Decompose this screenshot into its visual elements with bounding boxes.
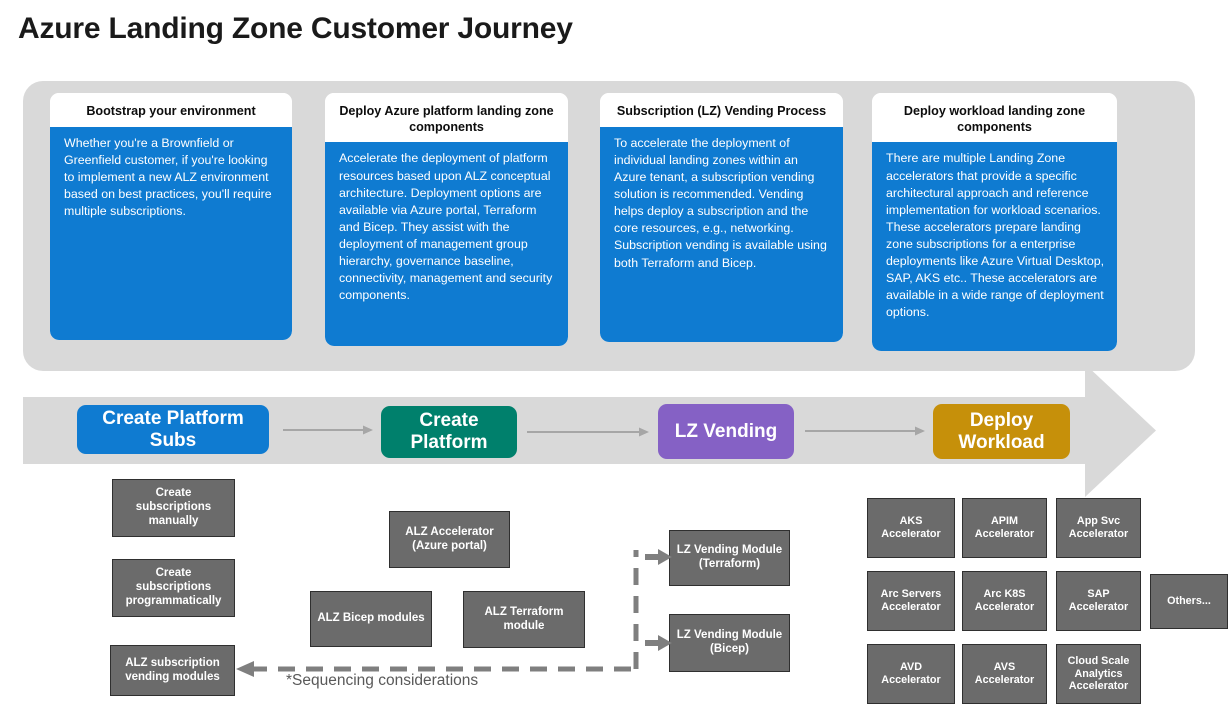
- sequencing-considerations-label: *Sequencing considerations: [286, 672, 479, 689]
- box-apim-accelerator[interactable]: APIM Accelerator: [962, 498, 1047, 558]
- step-create-platform-subs[interactable]: Create Platform Subs: [77, 405, 269, 454]
- box-alz-bicep-modules[interactable]: ALZ Bicep modules: [310, 591, 432, 647]
- info-card-deploy-platform: Deploy Azure platform landing zone compo…: [325, 93, 568, 346]
- info-card-body: Whether you're a Brownfield or Greenfiel…: [50, 126, 292, 340]
- box-lz-vending-module-bicep[interactable]: LZ Vending Module (Bicep): [669, 614, 790, 672]
- box-aks-accelerator[interactable]: AKS Accelerator: [867, 498, 955, 558]
- step-connector-arrow-icon: [283, 424, 373, 436]
- box-arc-k8s-accelerator[interactable]: Arc K8S Accelerator: [962, 571, 1047, 631]
- info-card-deploy-workload: Deploy workload landing zone components …: [872, 93, 1117, 351]
- step-create-platform[interactable]: Create Platform: [381, 406, 517, 458]
- info-card-body: Accelerate the deployment of platform re…: [325, 142, 568, 346]
- info-card-subscription-vending: Subscription (LZ) Vending Process To acc…: [600, 93, 843, 342]
- box-others[interactable]: Others...: [1150, 574, 1228, 629]
- info-card-bootstrap: Bootstrap your environment Whether you'r…: [50, 93, 292, 340]
- step-deploy-workload[interactable]: Deploy Workload: [933, 404, 1070, 459]
- step-lz-vending[interactable]: LZ Vending: [658, 404, 794, 459]
- box-lz-vending-module-terraform[interactable]: LZ Vending Module (Terraform): [669, 530, 790, 586]
- info-card-body: There are multiple Landing Zone accelera…: [872, 142, 1117, 351]
- info-card-heading: Deploy Azure platform landing zone compo…: [325, 93, 568, 143]
- info-card-body: To accelerate the deployment of individu…: [600, 126, 843, 342]
- info-card-heading: Subscription (LZ) Vending Process: [600, 93, 843, 127]
- box-alz-accelerator-azure-portal[interactable]: ALZ Accelerator (Azure portal): [389, 511, 510, 568]
- page-title: Azure Landing Zone Customer Journey: [18, 12, 573, 45]
- process-band-arrowhead-icon: [1085, 364, 1156, 497]
- box-cloud-scale-analytics-accelerator[interactable]: Cloud Scale Analytics Accelerator: [1056, 644, 1141, 704]
- box-arc-servers-accelerator[interactable]: Arc Servers Accelerator: [867, 571, 955, 631]
- box-create-subscriptions-programmatically[interactable]: Create subscriptions programmatically: [112, 559, 235, 617]
- box-alz-subscription-vending-modules[interactable]: ALZ subscription vending modules: [110, 645, 235, 696]
- info-card-heading: Deploy workload landing zone components: [872, 93, 1117, 143]
- box-app-svc-accelerator[interactable]: App Svc Accelerator: [1056, 498, 1141, 558]
- dashed-arrowhead-icon: [236, 661, 254, 677]
- step-connector-arrow-icon: [527, 426, 649, 438]
- box-create-subscriptions-manually[interactable]: Create subscriptions manually: [112, 479, 235, 537]
- box-avd-accelerator[interactable]: AVD Accelerator: [867, 644, 955, 704]
- step-connector-arrow-icon: [805, 425, 925, 437]
- box-avs-accelerator[interactable]: AVS Accelerator: [962, 644, 1047, 704]
- box-alz-terraform-module[interactable]: ALZ Terraform module: [463, 591, 585, 648]
- info-card-heading: Bootstrap your environment: [50, 93, 292, 127]
- box-sap-accelerator[interactable]: SAP Accelerator: [1056, 571, 1141, 631]
